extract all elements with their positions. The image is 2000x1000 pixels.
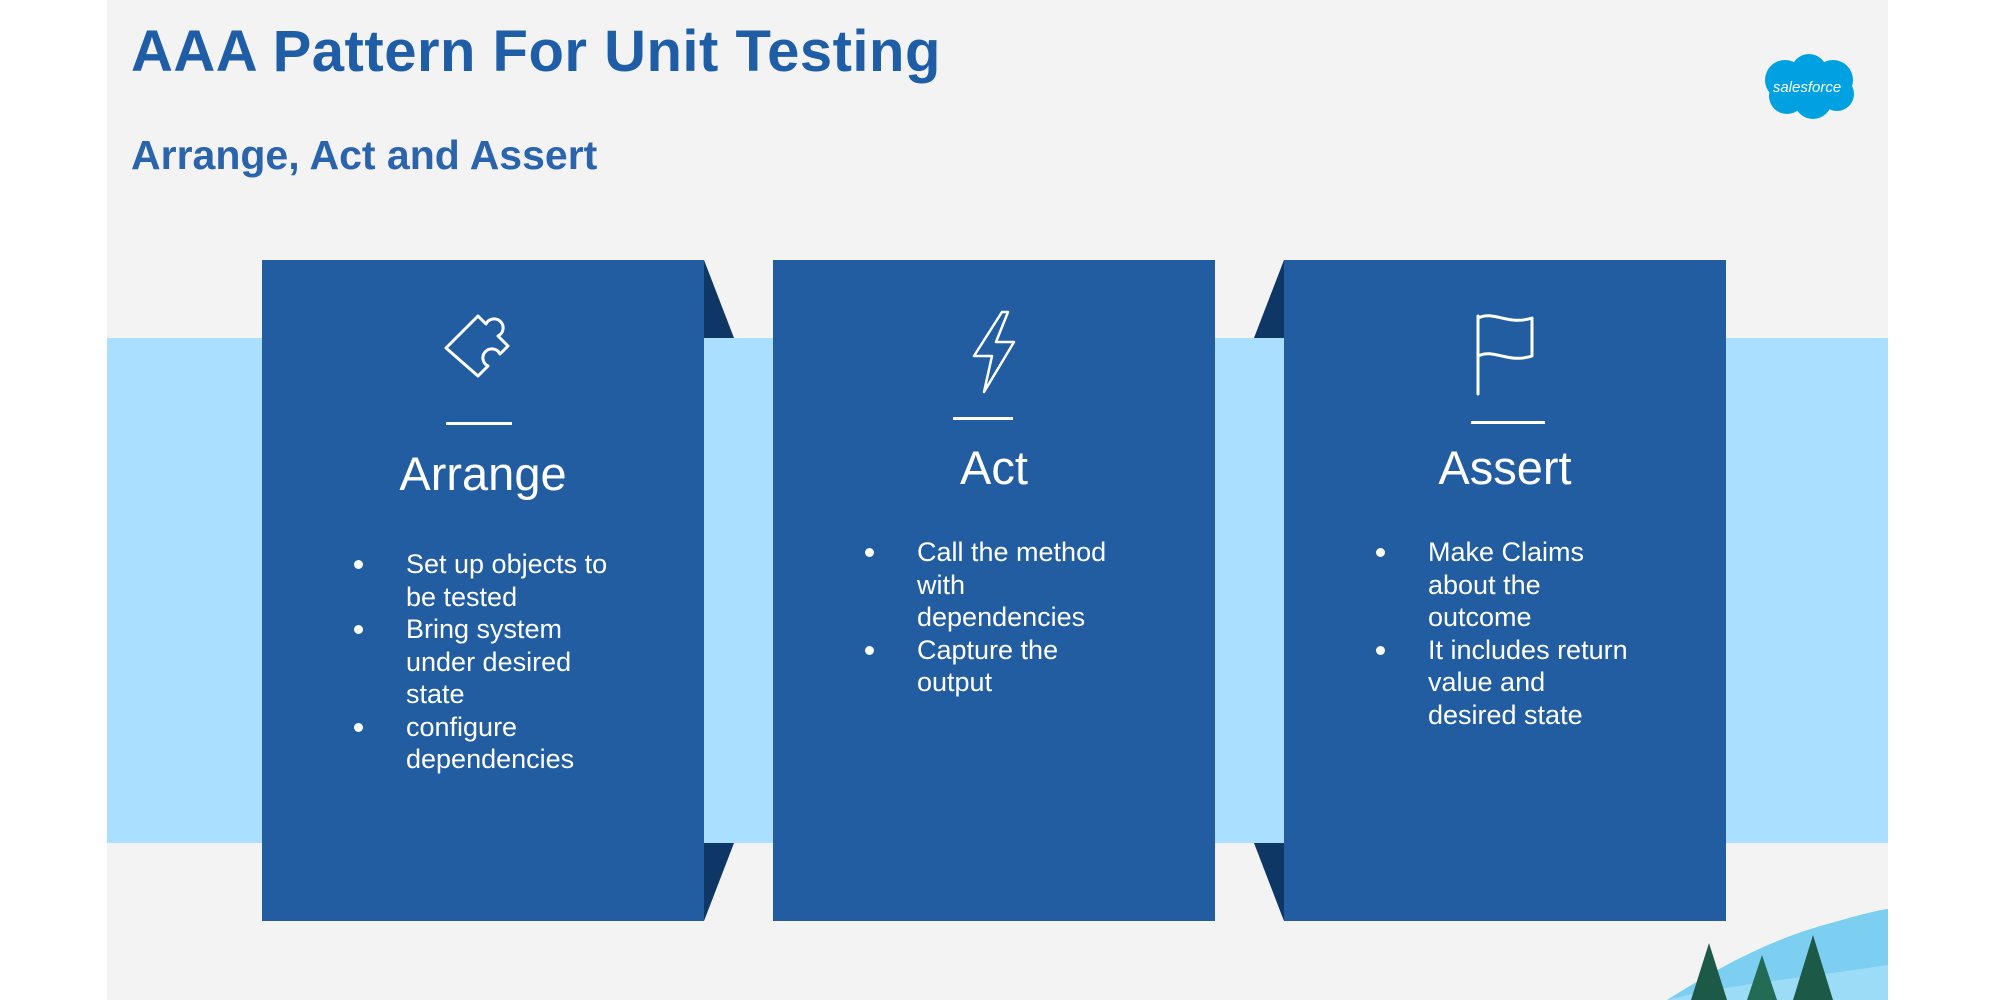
panel-act: Act Call the method with dependencies Ca…	[773, 260, 1215, 921]
bullet-line: It includes return	[1428, 634, 1628, 665]
lightning-bolt-icon	[972, 310, 1016, 394]
list-item: It includes return value and desired sta…	[1372, 634, 1628, 732]
panel-bullets-assert: Make Claims about the outcome It include…	[1372, 536, 1628, 731]
puzzle-piece-icon	[444, 314, 510, 378]
list-item: Make Claims about the outcome	[1372, 536, 1628, 634]
list-item: Call the method with dependencies	[861, 536, 1106, 634]
tree-icon	[1793, 935, 1833, 1000]
bullet-line: configure	[406, 711, 518, 742]
bullet-line: Bring system	[406, 614, 563, 644]
bullet-line: with	[917, 569, 966, 600]
panel-divider	[1471, 421, 1545, 424]
bullet-line: dependencies	[917, 602, 1086, 632]
list-item: Bring system under desired state	[350, 613, 607, 711]
list-item: configure dependencies	[350, 711, 607, 776]
panel-arrange: Arrange Set up objects to be tested Brin…	[262, 260, 704, 921]
tree-icon	[1691, 943, 1727, 1000]
list-item: Set up objects to be tested	[350, 548, 607, 613]
bullet-line: about the	[1428, 569, 1541, 600]
panel-divider	[953, 417, 1013, 420]
list-item: Capture the output	[861, 634, 1106, 699]
slide-subtitle: Arrange, Act and Assert	[131, 132, 598, 178]
logo-wordmark: salesforce	[1773, 79, 1841, 96]
panel-bullets-arrange: Set up objects to be tested Bring system…	[350, 548, 607, 776]
panel-heading-act: Act	[960, 441, 1028, 494]
bullet-line: Set up objects to	[406, 549, 608, 579]
bullet-line: value and	[1428, 667, 1546, 697]
bullet-line: be tested	[406, 581, 518, 612]
panel-fold-bottom-right	[704, 843, 734, 921]
panel-fold-top-right	[704, 260, 734, 338]
bullet-line: under desired	[406, 646, 572, 677]
slide: AAA Pattern For Unit Testing Arrange, Ac…	[107, 0, 1888, 1000]
bullet-line: dependencies	[406, 744, 575, 774]
bullet-line: Capture the	[917, 634, 1059, 665]
bullet-line: output	[917, 667, 993, 697]
panel-fold-bottom-left	[1254, 843, 1284, 921]
panel-heading-assert: Assert	[1438, 441, 1572, 494]
salesforce-logo: salesforce	[1765, 54, 1854, 119]
flag-icon	[1476, 314, 1534, 396]
panel-fold-top-left	[1254, 260, 1284, 338]
bullet-line: Call the method	[917, 537, 1107, 567]
logo-cloud-shape	[1765, 54, 1854, 119]
bullet-line: outcome	[1428, 602, 1532, 632]
bullet-line: Make Claims	[1428, 537, 1585, 567]
slide-title: AAA Pattern For Unit Testing	[131, 19, 941, 84]
bullet-line: desired state	[1428, 699, 1583, 730]
tree-decoration	[1667, 909, 1888, 1000]
panel-divider	[446, 422, 512, 425]
panel-assert: Assert Make Claims about the outcome It …	[1284, 260, 1726, 921]
panel-heading-arrange: Arrange	[399, 447, 567, 500]
panel-bullets-act: Call the method with dependencies Captur…	[861, 536, 1106, 699]
tree-icon	[1747, 955, 1777, 1000]
bullet-line: state	[406, 679, 465, 709]
